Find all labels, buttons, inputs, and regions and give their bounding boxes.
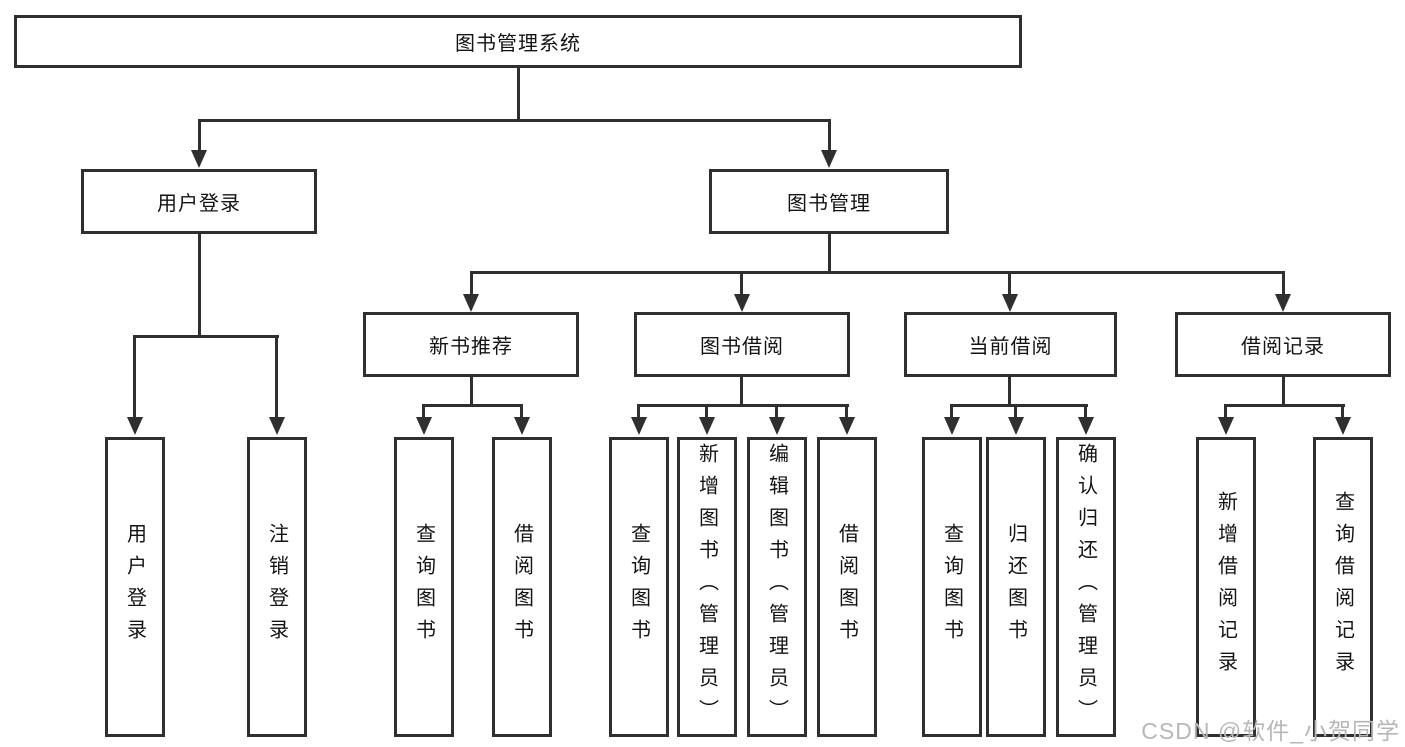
connector-book-management-stem (828, 234, 831, 271)
connector-shaft-book-management (828, 119, 831, 150)
connector-current-borrow-stem (1008, 377, 1011, 404)
connector-shaft-book-borrow (740, 271, 743, 294)
connector-shaft-recommend-borrow (520, 404, 523, 417)
connector-recommend-stem (470, 377, 473, 404)
leaf-current-confirm-return-admin: 确认归还（管理员） (1056, 437, 1116, 737)
connector-root-branch (198, 119, 831, 122)
connector-shaft-user-login (198, 119, 201, 150)
connector-current-borrow-branch (950, 404, 1088, 407)
leaf-borrow-edit-books-admin: 编辑图书（管理员） (747, 437, 807, 737)
connector-root-stem (517, 68, 520, 119)
arrowhead-borrow-add-icon (699, 417, 715, 435)
node-book-management: 图书管理 (709, 169, 949, 234)
connector-shaft-borrow-edit (775, 404, 778, 417)
connector-records-stem (1282, 377, 1285, 404)
arrowhead-current-return-icon (1008, 417, 1024, 435)
connector-shaft-borrow-borrow (845, 404, 848, 417)
leaf-current-query-books: 查询图书 (922, 437, 982, 737)
leaf-records-query-record: 查询借阅记录 (1313, 437, 1373, 737)
leaf-borrow-borrow-books: 借阅图书 (817, 437, 877, 737)
arrowhead-book-management-icon (821, 150, 837, 168)
leaf-recommend-query-books: 查询图书 (394, 437, 454, 737)
arrowhead-borrow-query-icon (631, 417, 647, 435)
connector-shaft-leaf-logout (275, 335, 278, 417)
node-user-login: 用户登录 (81, 169, 317, 234)
arrowhead-records-add-icon (1218, 417, 1234, 435)
connector-shaft-current-return (1014, 404, 1017, 417)
node-root-library-system: 图书管理系统 (14, 15, 1022, 68)
connector-shaft-current-query (950, 404, 953, 417)
arrowhead-leaf-user-login-icon (127, 417, 143, 435)
node-current-borrow: 当前借阅 (904, 312, 1117, 377)
connector-shaft-current-borrow (1008, 271, 1011, 294)
leaf-borrow-add-books-admin: 新增图书（管理员） (677, 437, 737, 737)
arrowhead-current-confirm-icon (1078, 417, 1094, 435)
leaf-records-add-record: 新增借阅记录 (1196, 437, 1256, 737)
connector-recommend-branch (422, 404, 523, 407)
arrowhead-borrow-borrow-icon (839, 417, 855, 435)
connector-shaft-new-book-recommend (470, 271, 473, 294)
connector-shaft-records-query (1341, 404, 1344, 417)
connector-shaft-records-add (1224, 404, 1227, 417)
leaf-recommend-borrow-books: 借阅图书 (492, 437, 552, 737)
leaf-logout: 注销登录 (247, 437, 307, 737)
arrowhead-borrow-records-icon (1275, 294, 1291, 312)
connector-user-login-branch (133, 335, 279, 338)
connector-shaft-borrow-records (1282, 271, 1285, 294)
node-new-book-recommend: 新书推荐 (363, 312, 579, 377)
arrowhead-leaf-logout-icon (269, 417, 285, 435)
arrowhead-current-borrow-icon (1002, 294, 1018, 312)
connector-user-login-stem (198, 234, 201, 335)
connector-shaft-borrow-query (637, 404, 640, 417)
node-book-borrow: 图书借阅 (634, 312, 850, 377)
connector-records-branch (1224, 404, 1345, 407)
leaf-current-return-books: 归还图书 (986, 437, 1046, 737)
connector-shaft-current-confirm (1084, 404, 1087, 417)
leaf-borrow-query-books: 查询图书 (609, 437, 669, 737)
arrowhead-borrow-edit-icon (769, 417, 785, 435)
connector-book-borrow-branch (637, 404, 849, 407)
node-borrow-records: 借阅记录 (1175, 312, 1391, 377)
connector-shaft-borrow-add (705, 404, 708, 417)
connector-book-management-branch (470, 271, 1285, 274)
arrowhead-user-login-icon (191, 150, 207, 168)
connector-book-borrow-stem (740, 377, 743, 404)
arrowhead-records-query-icon (1335, 417, 1351, 435)
csdn-watermark: CSDN @软件_小贺同学 (1141, 718, 1400, 744)
arrowhead-recommend-query-icon (416, 417, 432, 435)
leaf-user-login: 用户登录 (105, 437, 165, 737)
arrowhead-new-book-recommend-icon (463, 294, 479, 312)
arrowhead-recommend-borrow-icon (514, 417, 530, 435)
connector-shaft-recommend-query (422, 404, 425, 417)
connector-shaft-leaf-user-login (133, 335, 136, 417)
arrowhead-current-query-icon (944, 417, 960, 435)
arrowhead-book-borrow-icon (734, 294, 750, 312)
